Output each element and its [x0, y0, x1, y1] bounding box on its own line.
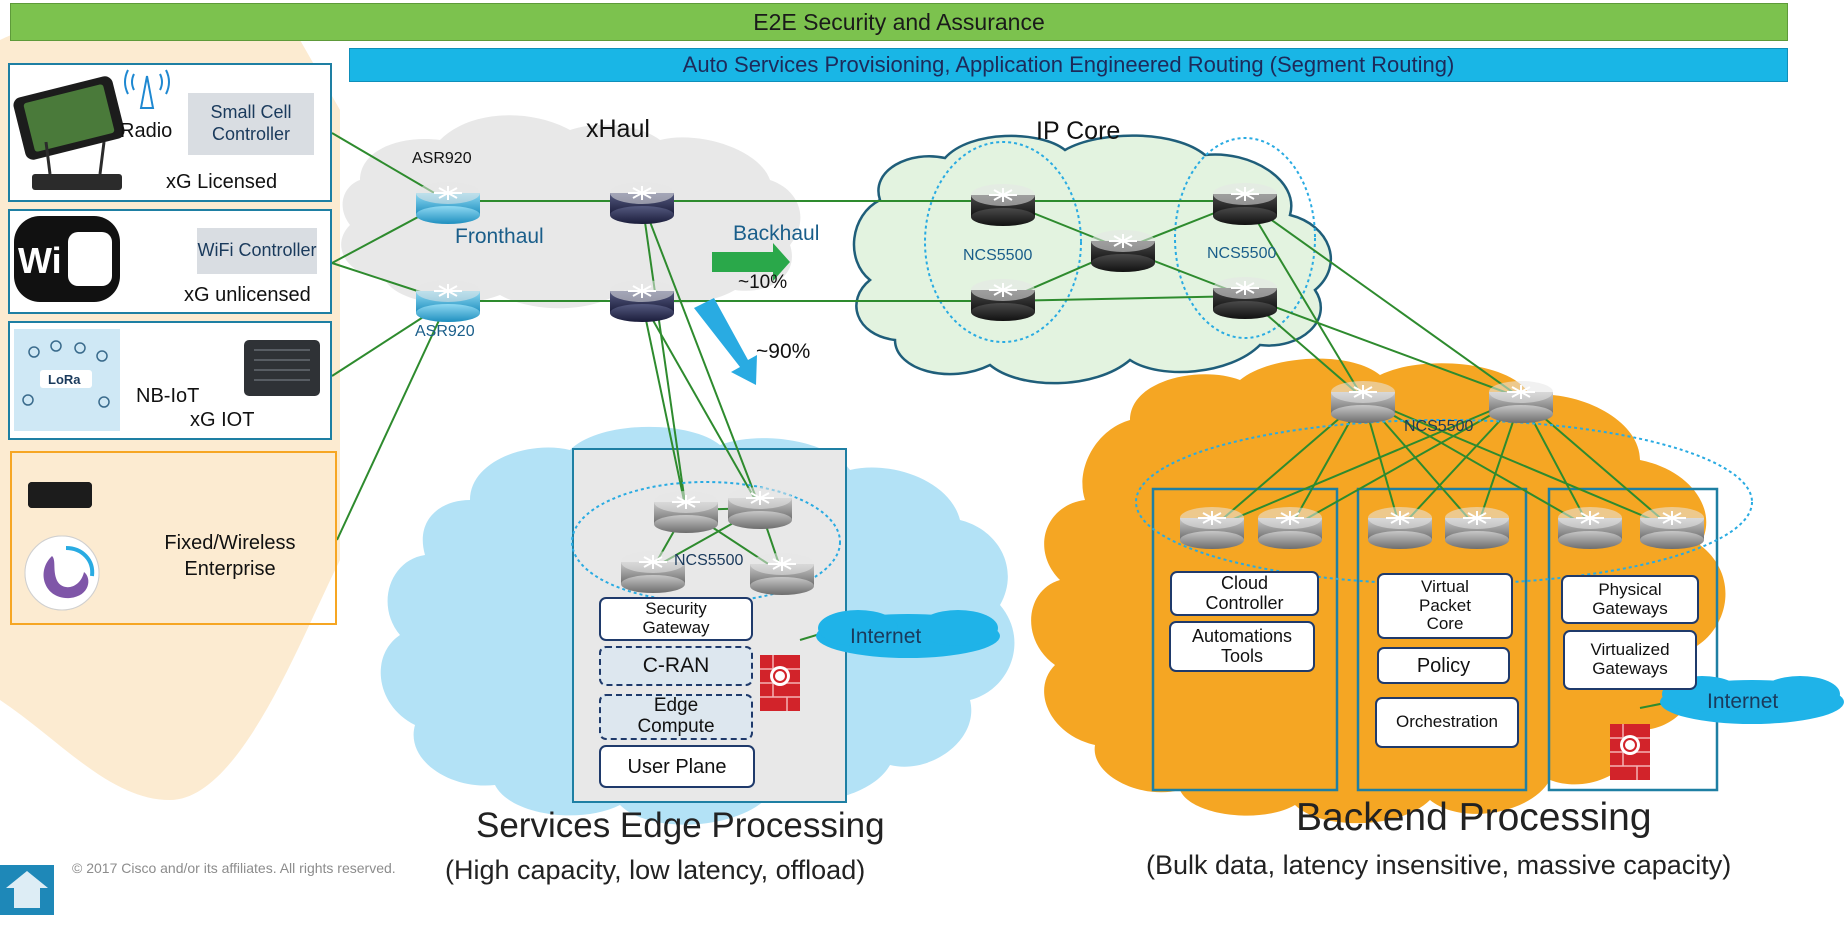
backend-internet-label: Internet [1707, 690, 1779, 713]
wifi-controller-label: WiFi Controller [197, 240, 317, 261]
backhaul-percent-label: ~10% [738, 272, 788, 293]
core-ncs-ring-right [1174, 137, 1316, 339]
edge-offload-arrow-icon [694, 298, 757, 385]
edge-subtitle: (High capacity, low latency, offload) [445, 855, 866, 885]
user-plane-label: User Plane [627, 755, 727, 778]
enterprise-label: Fixed/Wireless Enterprise [164, 532, 296, 580]
radio-label: Radio [120, 120, 173, 142]
router-core-5 [1212, 276, 1278, 320]
firewall-edge-icon [760, 655, 800, 711]
security-gateway-label: Security Gateway [642, 599, 710, 637]
router-backend-leaf-1 [1179, 506, 1245, 550]
router-backend-leaf-6 [1639, 506, 1705, 550]
provisioning-banner: Auto Services Provisioning, Application … [349, 48, 1788, 82]
ip-core-title: IP Core [1036, 117, 1121, 145]
backend-column-3 [1547, 487, 1719, 792]
fronthaul-label: Fronthaul [455, 225, 544, 248]
xhaul-title: xHaul [586, 115, 650, 143]
home-icon[interactable] [0, 865, 54, 915]
router-asr920-top [415, 181, 481, 225]
router-xhaul-bottom [609, 279, 675, 323]
router-backend-spine-1 [1330, 380, 1396, 424]
xg-unlicensed-label: xG unlicensed [184, 284, 311, 306]
router-backend-leaf-4 [1444, 506, 1510, 550]
policy-label: Policy [1416, 654, 1471, 677]
core-ncs-ring-left [924, 141, 1082, 343]
nb-iot-label: NB-IoT [136, 385, 200, 407]
cloud-controller-label: Cloud Controller [1205, 572, 1284, 613]
lora-logo-text: LoRa [48, 372, 81, 387]
router-backend-leaf-3 [1367, 506, 1433, 550]
asr920-top-label: ASR920 [412, 150, 472, 167]
security-gateway-box[interactable]: Security Gateway [599, 597, 753, 641]
edge-percent-label: ~90% [756, 340, 811, 363]
router-asr920-bottom [415, 279, 481, 323]
edge-compute-box[interactable]: Edge Compute [599, 694, 753, 740]
wifi-controller-box: WiFi Controller [197, 228, 317, 274]
router-backend-leaf-2 [1257, 506, 1323, 550]
copyright-footer: © 2017 Cisco and/or its affiliates. All … [72, 860, 396, 876]
small-cell-controller-label: Small Cell Controller [210, 102, 292, 144]
router-core-2 [970, 278, 1036, 322]
internet-cloud-edge-icon [816, 610, 1000, 658]
backhaul-arrow-icon [712, 243, 790, 281]
small-cell-controller-box: Small Cell Controller [188, 93, 314, 155]
orchestration-label: Orchestration [1395, 712, 1499, 732]
backend-ncs-label: NCS5500 [1404, 418, 1474, 435]
router-core-4 [1212, 182, 1278, 226]
virtual-packet-core-box[interactable]: Virtual Packet Core [1377, 573, 1513, 639]
automation-tools-label: Automations Tools [1191, 625, 1293, 666]
cran-label: C-RAN [642, 654, 710, 678]
router-edge-2 [727, 486, 793, 530]
virtual-packet-core-label: Virtual Packet Core [1419, 576, 1471, 634]
provisioning-label: Auto Services Provisioning, Application … [682, 52, 1455, 77]
backhaul-label: Backhaul [733, 222, 820, 245]
xg-licensed-label: xG Licensed [166, 171, 278, 193]
virtualized-gateways-label: Virtualized Gateways [1590, 640, 1670, 678]
internet-cloud-backend-icon [1660, 676, 1844, 724]
enterprise-access-box [10, 451, 337, 625]
router-core-1 [970, 183, 1036, 227]
router-xhaul-top [609, 181, 675, 225]
policy-box[interactable]: Policy [1377, 647, 1510, 684]
backend-subtitle: (Bulk data, latency insensitive, massive… [1146, 850, 1732, 880]
backend-column-1 [1151, 487, 1339, 792]
core-ncs-right-label: NCS5500 [1207, 245, 1277, 262]
router-edge-1 [653, 490, 719, 534]
firewall-backend-icon [1610, 724, 1650, 780]
e2e-security-banner: E2E Security and Assurance [10, 3, 1788, 41]
edge-ncs-label: NCS5500 [674, 552, 744, 569]
cran-box[interactable]: C-RAN [599, 646, 753, 686]
xhaul-cloud [341, 115, 801, 309]
asr920-bottom-label: ASR920 [415, 323, 475, 340]
automation-tools-box[interactable]: Automations Tools [1169, 621, 1315, 672]
router-core-3 [1090, 229, 1156, 273]
edge-internet-label: Internet [850, 625, 922, 648]
user-plane-box[interactable]: User Plane [599, 745, 755, 788]
router-backend-leaf-5 [1557, 506, 1623, 550]
cloud-controller-box[interactable]: Cloud Controller [1170, 571, 1319, 616]
edge-compute-label: Edge Compute [637, 695, 715, 737]
virtualized-gateways-box[interactable]: Virtualized Gateways [1563, 630, 1697, 690]
xg-iot-label: xG IOT [190, 409, 255, 431]
physical-gateways-box[interactable]: Physical Gateways [1561, 575, 1699, 624]
router-edge-4 [749, 552, 815, 596]
core-ncs-left-label: NCS5500 [963, 247, 1033, 264]
physical-gateways-label: Physical Gateways [1592, 579, 1668, 618]
wifi-logo-text: Wi Fi [18, 240, 104, 281]
router-backend-spine-2 [1488, 380, 1554, 424]
e2e-security-label: E2E Security and Assurance [753, 8, 1045, 35]
edge-title: Services Edge Processing [476, 806, 885, 845]
orchestration-box[interactable]: Orchestration [1375, 697, 1519, 748]
backend-title: Backend Processing [1296, 796, 1652, 839]
